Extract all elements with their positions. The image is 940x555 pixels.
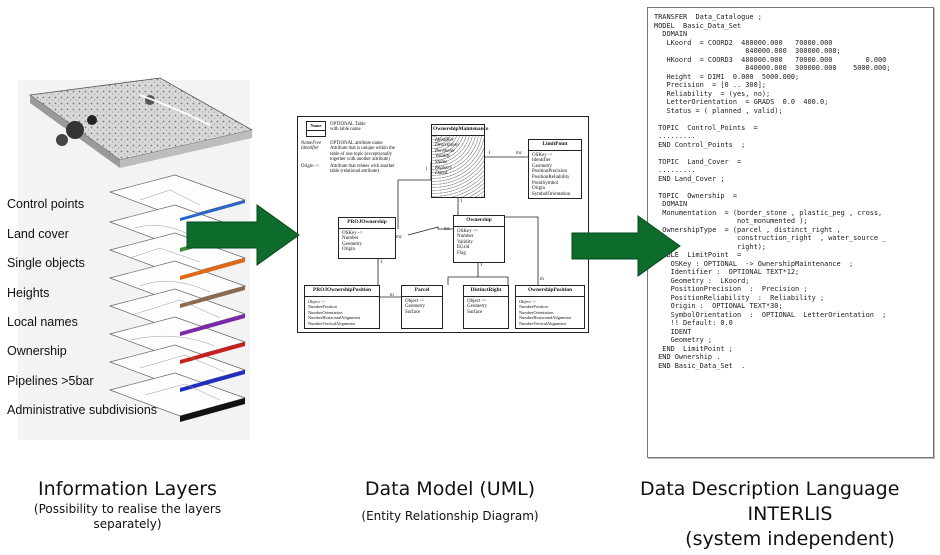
uml-box-distinctright: DistinctRight Object -> Geometry Surface — [463, 285, 509, 329]
uml-legend-origin: Origin -> — [301, 164, 320, 169]
layer-label-ownership: Ownership — [7, 344, 67, 358]
code-line: IDENT — [654, 327, 692, 336]
uml-legend-attr-desc: OPTIONAL attribute name Attribute that i… — [330, 141, 395, 163]
uml-mult-mb: mc — [396, 235, 402, 240]
code-line: Status = ( planned , valid); — [654, 106, 783, 115]
uml-mult-me: m — [540, 277, 544, 282]
caption-data-model: Data Model (UML) — [364, 478, 536, 500]
layer-label-control-points: Control points — [7, 197, 85, 211]
uml-box-ownership-position: OwnershipPosition Object -> NumberPositi… — [515, 285, 585, 329]
uml-legend-optional-table: OPTIONAL Table with table name — [330, 122, 366, 133]
code-line: Identifier : OPTIONAL TEXT*12; — [654, 268, 800, 276]
code-line: LetterOrientation = GRADS 0.0 400.0; — [654, 98, 829, 106]
code-line: OSKey : OPTIONAL -> OwnershipMaintenance… — [654, 259, 854, 268]
uml-mult-mc: mc — [444, 227, 450, 232]
code-line: TRANSFER Data_Catalogue ; — [654, 13, 762, 21]
code-line: 840000.000 300000.000; — [654, 47, 841, 55]
layer-label-land-cover: Land cover — [7, 227, 69, 241]
uml-mult-md: m — [390, 293, 394, 298]
uml-diagram-panel: Name OPTIONAL Table with table name Name… — [297, 116, 589, 333]
caption-data-description-language: Data Description Language — [640, 478, 900, 500]
uml-legend-attr-names: NameFree Identifier — [301, 141, 322, 152]
code-line: DOMAIN — [654, 200, 688, 208]
code-line: TABLE LimitPoint = — [654, 251, 742, 259]
code-line: PositionPrecision : Precision ; — [654, 285, 808, 293]
arrow-uml-to-interlis — [571, 215, 681, 277]
uml-mult-1e: 1 — [480, 263, 483, 268]
layer-label-administrative: Administrative subdivisions — [7, 403, 158, 417]
code-line: END Ownership . — [654, 353, 721, 361]
layer-label-pipelines: Pipelines >5bar — [7, 374, 94, 388]
code-line: DOMAIN — [654, 30, 688, 38]
uml-mult-1c: 1 — [460, 199, 463, 204]
uml-box-parcel: Parcel Object -> Geometry Surface — [401, 285, 443, 329]
code-line: TOPIC Ownership = — [654, 191, 737, 200]
code-line: construction_right , water_source _ — [654, 234, 887, 242]
uml-legend-origin-desc: Attribute that relates with another tabl… — [330, 164, 395, 175]
arrow-layers-to-uml — [186, 204, 300, 266]
caption-data-model-sub: (Entity Relationship Diagram) — [361, 509, 539, 523]
code-line: Monumentation = (border_stone , plastic_… — [654, 208, 883, 217]
code-line: PositionReliability : Reliability ; — [654, 293, 825, 302]
code-line: 840000.000 300000.000 5000.000; — [654, 64, 891, 72]
interlis-code-panel: TRANSFER Data_Catalogue ;MODEL Basic_Dat… — [647, 7, 934, 458]
uml-mult-ma: mc — [516, 151, 522, 156]
code-line: not_monumented ); — [654, 217, 808, 225]
layer-label-local-names: Local names — [7, 315, 78, 329]
uml-box-ownership-maintenance: OwnershipMaintenance Identifier Descript… — [431, 124, 488, 198]
uml-box-limitpoint: LimitPoint OSKey -> Identifier Geometry … — [528, 139, 582, 199]
uml-box-projownership: PROJOwnership OSKey -> Number Geometry O… — [338, 217, 396, 259]
code-line: SymbolOrientation : OPTIONAL LetterOrien… — [654, 310, 887, 319]
caption-interlis: INTERLIS — [747, 503, 833, 525]
code-line: Reliability = (yes, no); — [654, 89, 771, 98]
code-line — [654, 183, 890, 192]
code-line: MODEL Basic_Data_Set — [654, 21, 742, 30]
code-line: !! Default: 0.0 — [654, 319, 733, 327]
code-line: END Land_Cover ; — [654, 174, 725, 183]
layer-label-heights: Heights — [7, 286, 50, 300]
interlis-code-lines: TRANSFER Data_Catalogue ;MODEL Basic_Dat… — [654, 13, 890, 370]
caption-information-layers-sub-2: separately) — [93, 517, 162, 531]
code-line: ......... — [654, 132, 696, 140]
caption-information-layers: Information Layers — [38, 478, 217, 500]
uml-box-projownership-position: PROJOwnershipPosition Object -> NumberPo… — [304, 285, 380, 329]
code-line: LKoord = COORD2 480000.000 70000.000 — [654, 38, 833, 47]
code-line: END Basic_Data_Set . — [654, 361, 746, 370]
aerial-photo-layer — [28, 77, 254, 168]
code-line: HKoord = COORD3 480000.000 70000.000 0.0… — [654, 55, 887, 64]
code-line: END LimitPoint ; — [654, 344, 733, 353]
caption-information-layers-sub-1: (Possibility to realise the layers — [33, 502, 222, 516]
code-line: TOPIC Land_Cover = — [654, 157, 742, 166]
uml-mult-1a: 1 — [488, 151, 491, 156]
code-line: right); — [654, 242, 767, 251]
code-line: ......... — [654, 166, 696, 174]
code-line: TOPIC Control_Points = — [654, 123, 758, 132]
code-line — [654, 149, 890, 158]
code-line: Precision = [0 .. 300]; — [654, 81, 767, 89]
code-line: OwnershipType = (parcel , distinct_right… — [654, 225, 841, 234]
code-line: Height = DIM1 0.000 5000.000; — [654, 72, 800, 81]
uml-mult-1b: 1 — [425, 167, 428, 172]
layer-label-single-objects: Single objects — [7, 256, 85, 270]
uml-box-ownership: Ownership OSKey -> Number Validity EGrid… — [453, 215, 505, 263]
uml-mult-1d: 1 — [380, 260, 383, 265]
caption-system-independent: (system independent) — [685, 528, 895, 550]
code-line: Geometry : LKoord; — [654, 276, 750, 285]
code-line: END Control_Points ; — [654, 140, 746, 149]
code-line: Geometry ; — [654, 336, 713, 344]
code-line — [654, 115, 890, 124]
code-line: Origin : OPTIONAL TEXT*30; — [654, 302, 783, 310]
uml-legend-name-box: Name — [306, 121, 326, 137]
